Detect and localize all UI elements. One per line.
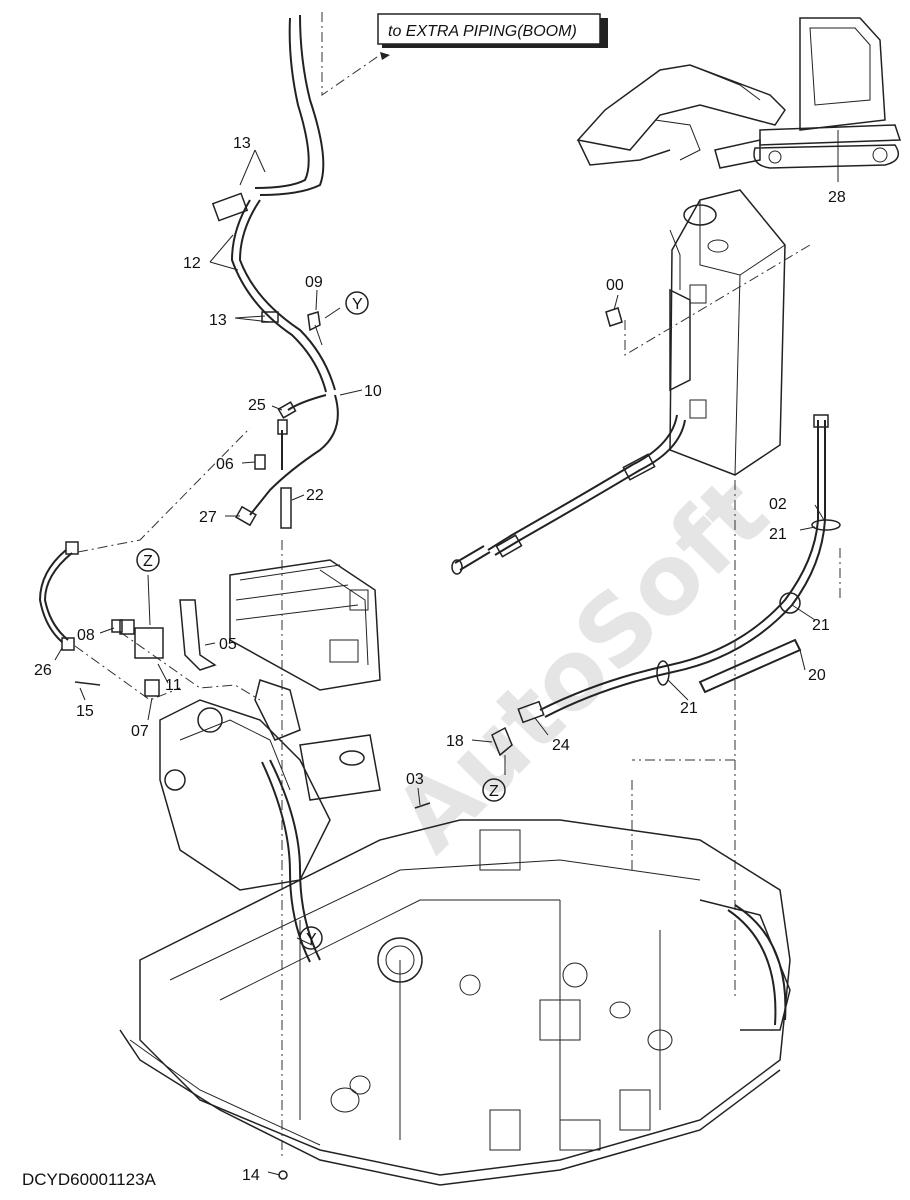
callout-07: 07 bbox=[131, 723, 149, 740]
part-11-valve bbox=[119, 574, 164, 697]
control-valve-block bbox=[229, 559, 381, 691]
svg-text:Y: Y bbox=[352, 296, 363, 313]
leader-00 bbox=[624, 244, 811, 356]
part-22-adapter bbox=[280, 487, 292, 529]
callout-06: 06 bbox=[216, 456, 234, 473]
hydraulic-tank bbox=[669, 189, 786, 476]
callout-26: 26 bbox=[34, 662, 52, 679]
drawing-code: DCYD60001123A bbox=[22, 1170, 157, 1189]
callout-11: 11 bbox=[165, 677, 182, 694]
part-08-fitting bbox=[111, 619, 123, 633]
callout-14: 14 bbox=[242, 1167, 260, 1184]
callout-05: 05 bbox=[219, 636, 237, 653]
callout-21b: 21 bbox=[812, 617, 830, 634]
part-03-bolt bbox=[414, 802, 431, 809]
part-26-hose bbox=[43, 552, 73, 641]
part-20-sleeve bbox=[698, 638, 802, 694]
part-21-clamp-2 bbox=[779, 592, 801, 614]
callout-21c: 21 bbox=[680, 700, 698, 717]
part-05-bracket bbox=[179, 599, 217, 671]
ref-z-upper: Z bbox=[136, 548, 160, 572]
upper-frame bbox=[119, 819, 791, 1186]
callout-22: 22 bbox=[306, 487, 324, 504]
svg-text:Y: Y bbox=[306, 931, 317, 948]
extra-piping-link[interactable]: to EXTRA PIPING(BOOM) bbox=[377, 13, 608, 48]
part-20-hose bbox=[539, 420, 819, 711]
ref-y-upper: Y bbox=[345, 291, 369, 315]
ref-y-lower: Y bbox=[299, 926, 323, 950]
watermark-text: AutoSoft bbox=[373, 457, 790, 874]
part-18-elbow bbox=[491, 726, 513, 757]
callout-25: 25 bbox=[248, 397, 266, 414]
svg-text:Z: Z bbox=[143, 553, 153, 570]
callout-13b: 13 bbox=[209, 312, 227, 329]
callout-28: 28 bbox=[828, 189, 846, 206]
callout-10: 10 bbox=[364, 383, 382, 400]
part-24-fitting bbox=[517, 700, 545, 724]
part-15-bolt bbox=[74, 681, 101, 686]
frame-hose bbox=[269, 759, 321, 961]
upper-hose-bundle bbox=[211, 14, 339, 527]
callout-12: 12 bbox=[183, 255, 201, 272]
part-09-fitting bbox=[307, 311, 321, 332]
leader-extra-piping bbox=[321, 12, 381, 96]
excavator-thumbnail bbox=[576, 17, 902, 182]
callout-24: 24 bbox=[552, 737, 570, 754]
callout-20: 20 bbox=[808, 667, 826, 684]
part-21-clamp-1 bbox=[811, 519, 841, 531]
ref-z-lower: Z bbox=[482, 778, 506, 802]
callout-18: 18 bbox=[446, 733, 464, 750]
part-14-nut bbox=[278, 1170, 288, 1180]
part-06-fitting bbox=[254, 454, 266, 470]
callout-09: 09 bbox=[305, 274, 323, 291]
leader-26 bbox=[77, 427, 251, 553]
callout-03: 03 bbox=[406, 771, 424, 788]
callout-02: 02 bbox=[769, 496, 787, 513]
callout-leaders bbox=[54, 130, 839, 1176]
callout-08: 08 bbox=[77, 627, 95, 644]
part-21-clamp-3 bbox=[656, 660, 670, 686]
extra-piping-label: to EXTRA PIPING(BOOM) bbox=[388, 23, 577, 40]
part-00-fitting bbox=[605, 307, 623, 327]
callout-27: 27 bbox=[199, 509, 217, 526]
suction-pipe bbox=[494, 419, 686, 556]
svg-text:Z: Z bbox=[489, 783, 499, 800]
callout-13a: 13 bbox=[233, 135, 251, 152]
swing-bracket bbox=[159, 679, 381, 891]
callout-00: 00 bbox=[606, 277, 624, 294]
callout-21a: 21 bbox=[769, 526, 787, 543]
callout-15: 15 bbox=[76, 703, 94, 720]
